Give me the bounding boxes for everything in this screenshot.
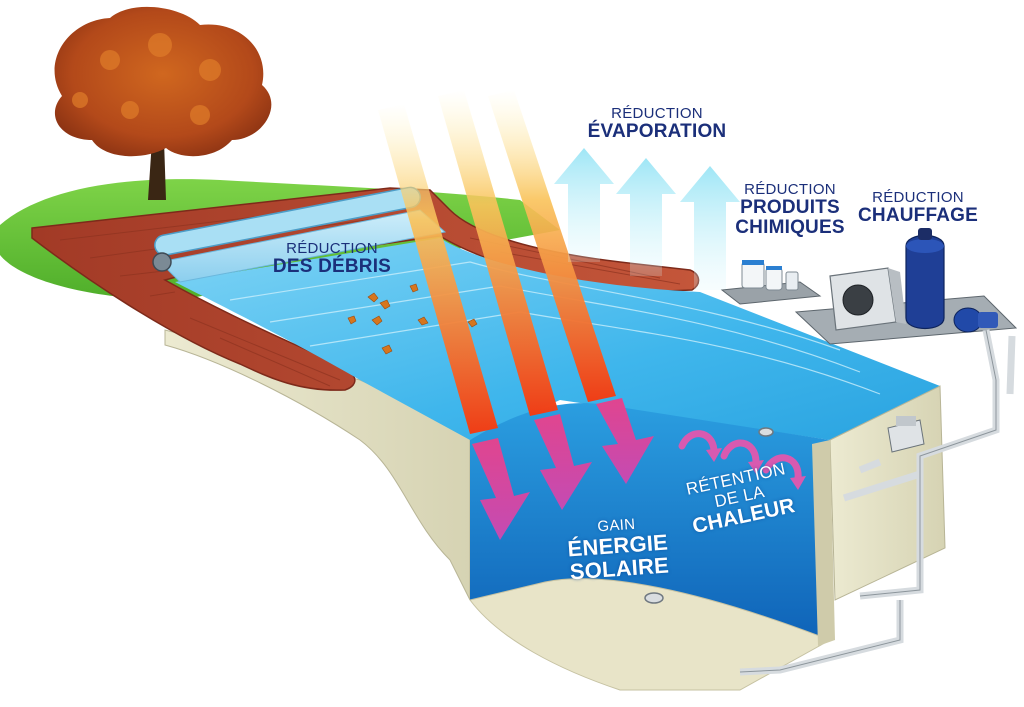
sun-ray-arrow-icon (534, 414, 592, 510)
evaporation-arrow-icon (616, 158, 676, 276)
heat-pump-icon (829, 267, 906, 331)
label-chemicals-line2: PRODUITS (740, 196, 840, 218)
sun-ray-arrow-icon (596, 398, 654, 484)
leaf-icon (371, 315, 383, 326)
solar-arrows-underwater (472, 398, 654, 540)
label-evaporation-reduction: RÉDUCTION ÉVAPORATION (572, 106, 742, 142)
label-evaporation-line2: ÉVAPORATION (587, 120, 727, 142)
water-pump-icon (953, 307, 998, 333)
sun-ray-arrow-icon (472, 438, 530, 540)
label-debris-line1: RÉDUCTION (286, 240, 378, 257)
drain-icon (644, 427, 774, 604)
leaf-icon (379, 299, 391, 310)
leaf-icon (417, 316, 429, 326)
water-surface (175, 238, 940, 440)
label-heating-reduction: RÉDUCTION CHAUFFAGE (858, 190, 978, 226)
sun-rays (378, 90, 616, 434)
evaporation-arrow-icon (680, 166, 740, 290)
skimmer-icon (887, 416, 925, 453)
heat-circulation-arrow-icon (678, 430, 718, 454)
sun-ray-arrow-icon (488, 90, 616, 402)
leaf-icon (409, 283, 419, 293)
heat-retention-arrows (678, 430, 802, 482)
leaves (347, 283, 478, 355)
heat-arrow-heads (706, 448, 806, 490)
leaf-icon (367, 292, 379, 303)
label-debris-line2: DES DÉBRIS (272, 255, 392, 277)
chemical-containers-icon (741, 260, 799, 291)
leaf-icon (467, 318, 478, 328)
label-chemicals-line3: CHIMIQUES (735, 216, 845, 238)
label-chemicals-line1: RÉDUCTION (744, 181, 836, 198)
label-evaporation-line1: RÉDUCTION (611, 105, 703, 122)
label-solar-gain: GAIN ÉNERGIE SOLAIRE (526, 512, 710, 586)
tree-icon (54, 6, 272, 200)
heat-circulation-arrow-icon (720, 439, 760, 466)
pool-wall-cut (812, 440, 835, 646)
sand-filter-icon (905, 228, 945, 329)
heat-circulation-arrow-icon (762, 454, 802, 482)
label-debris-reduction: RÉDUCTION DES DÉBRIS (262, 241, 402, 277)
sun-ray-arrow-icon (438, 90, 558, 416)
evaporation-arrow-icon (554, 148, 614, 262)
sun-ray-arrow-icon (378, 104, 498, 434)
label-heating-line1: RÉDUCTION (872, 189, 964, 206)
pool-cover (158, 209, 447, 283)
label-chemicals-reduction: RÉDUCTION PRODUITS CHIMIQUES (735, 182, 845, 238)
evaporation-arrows (554, 148, 740, 290)
leaf-icon (347, 315, 357, 325)
leaf-icon (381, 344, 393, 355)
label-heating-line2: CHAUFFAGE (858, 204, 979, 226)
pipe-outline (739, 329, 997, 673)
